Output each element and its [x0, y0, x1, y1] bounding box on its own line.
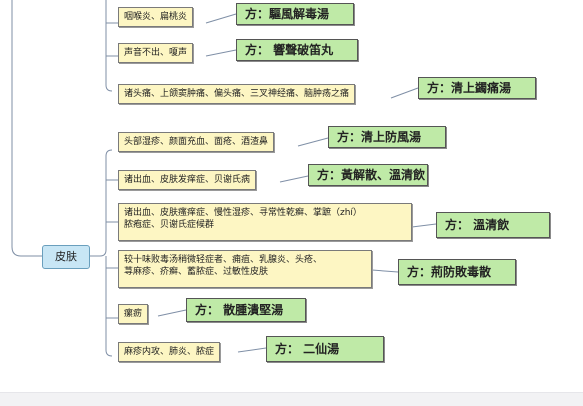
symptom-node[interactable]: 咽喉炎、扁桃炎 [118, 7, 194, 27]
formula-node[interactable]: 方：驅風解毒湯 [236, 3, 354, 25]
symptom-node[interactable]: 诸出血、皮肤瘙痒症、慢性湿疹、寻常性乾癣、掌蹠（zhí） 脓疱症、贝谢氏症候群 [118, 203, 412, 241]
symptom-node[interactable]: 瘰疬 [118, 304, 149, 324]
formula-node[interactable]: 方： 響聲破笛丸 [236, 39, 358, 61]
symptom-node[interactable]: 诸头痛、上颌窦肿痛、偏头痛、三叉神经痛、脑肿疡之痛 [118, 84, 356, 104]
formula-node[interactable]: 方：荊防敗毒散 [398, 259, 516, 285]
symptom-node[interactable]: 头部湿疹、颜面充血、面疮、酒渣鼻 [118, 132, 275, 152]
formula-node[interactable]: 方：清上蠲痛湯 [418, 77, 536, 99]
symptom-node[interactable]: 较十味败毒汤稍微轻症者、痈疽、乳腺炎、头疮、 荨麻疹、疥癣、蓄脓症、过敏性皮肤 [118, 250, 372, 288]
formula-node[interactable]: 方： 二仙湯 [266, 336, 384, 362]
root-node-skin[interactable]: 皮肤 [42, 245, 90, 269]
formula-node[interactable]: 方： 散腫潰堅湯 [186, 298, 306, 322]
symptom-line: 诸出血、皮肤瘙痒症、慢性湿疹、寻常性乾癣、掌蹠（zhí） [124, 208, 362, 218]
formula-node[interactable]: 方：清上防風湯 [328, 126, 446, 148]
formula-node[interactable]: 方：黃解散、溫清飲 [308, 164, 428, 186]
symptom-node[interactable]: 声音不出、嗄声 [118, 43, 194, 63]
symptom-node[interactable]: 麻疹内攻、肺炎、脓症 [118, 342, 221, 362]
symptom-node[interactable]: 诸出血、皮肤发痒症、贝谢氏病 [118, 170, 257, 190]
symptom-line: 荨麻疹、疥癣、蓄脓症、过敏性皮肤 [124, 267, 269, 277]
symptom-line: 较十味败毒汤稍微轻症者、痈疽、乳腺炎、头疮、 [124, 255, 323, 265]
formula-node[interactable]: 方： 溫清飲 [436, 212, 550, 238]
footer-bar [0, 392, 583, 406]
symptom-line: 脓疱症、贝谢氏症候群 [124, 220, 215, 230]
root-link [90, 149, 113, 257]
trunk-line [11, 0, 42, 257]
